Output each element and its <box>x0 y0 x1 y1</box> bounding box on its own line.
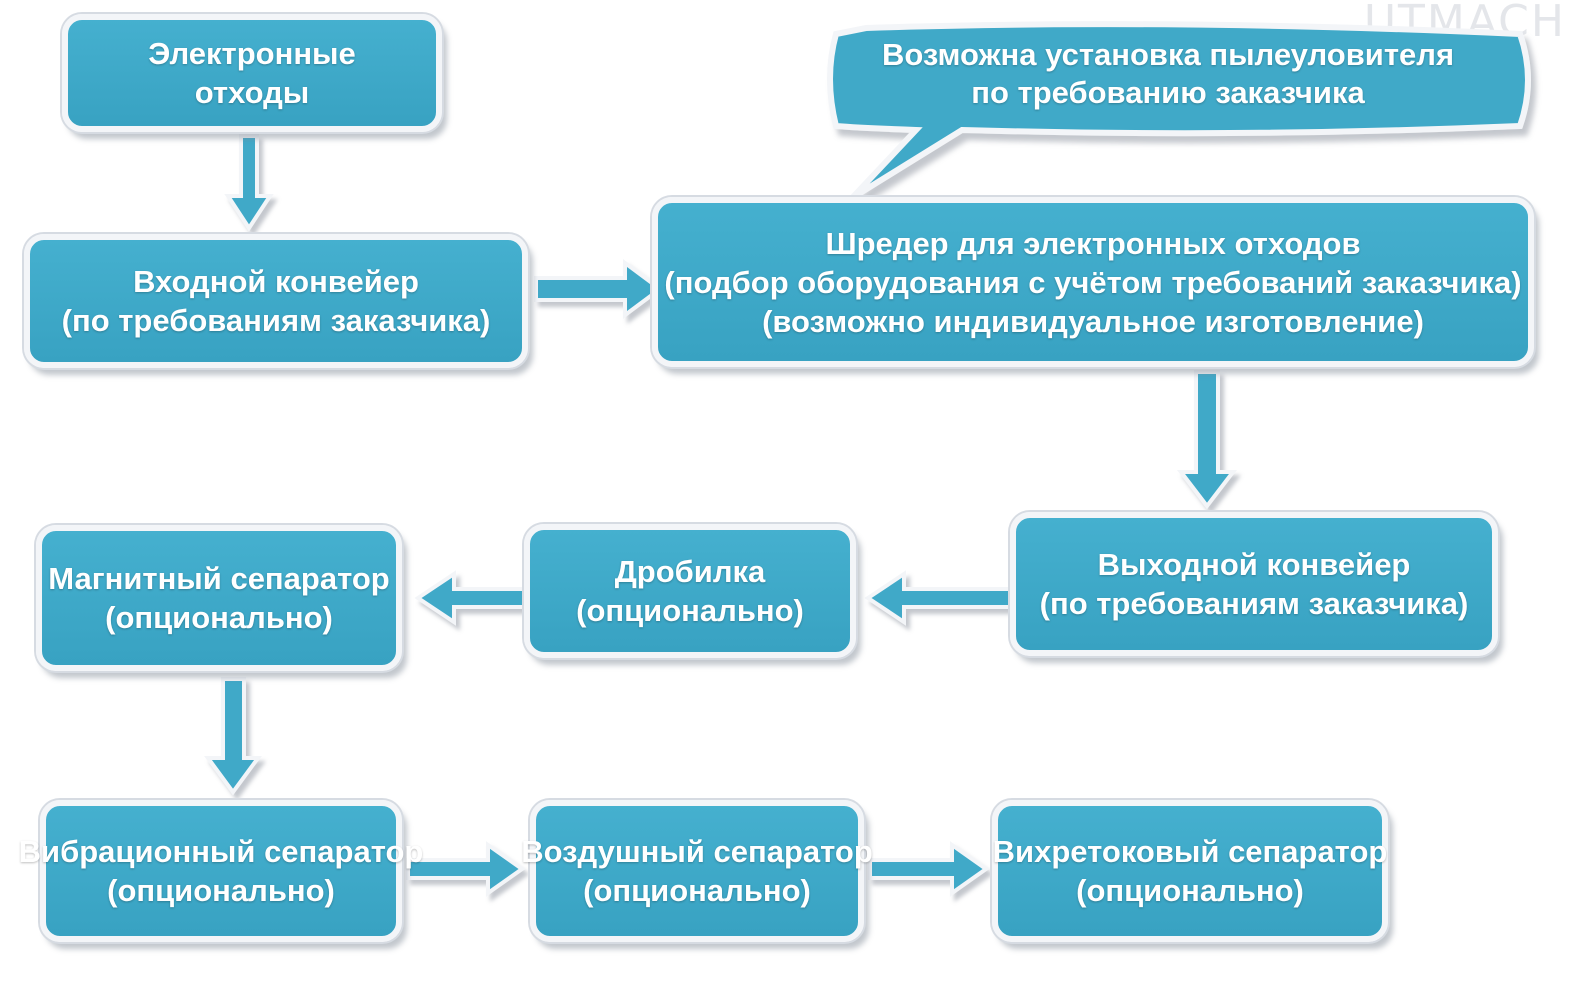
arrow-magnetic-to-vibration-separator <box>204 677 262 796</box>
arrow-crusher-to-magnetic-separator <box>414 570 528 626</box>
node-shredder-line1: Шредер для электронных отходов <box>825 225 1361 261</box>
callout-text: Возможна установка пылеуловителя по треб… <box>836 36 1500 112</box>
node-output-conveyor-line1: Выходной конвейер <box>1097 547 1411 582</box>
arrow-shredder-to-output-conveyor <box>1176 370 1238 510</box>
node-vibration-separator-line1: Вибрационный сепаратор <box>18 834 424 869</box>
arrow-output-conveyor-to-crusher <box>864 570 1018 626</box>
node-magnetic-separator-line2: (опционально) <box>105 600 333 635</box>
node-eddy-current-separator: Вихретоковый сепаратор (опционально) <box>992 800 1388 942</box>
node-eddy-current-separator-line2: (опционально) <box>1076 873 1304 908</box>
node-input-conveyor-line1: Входной конвейер <box>133 264 419 299</box>
node-output-conveyor-line2: (по требованиям заказчика) <box>1039 586 1469 621</box>
node-vibration-separator: Вибрационный сепаратор (опционально) <box>19 800 423 942</box>
node-crusher: Дробилка (опционально) <box>524 524 856 658</box>
node-air-separator-line2: (опционально) <box>583 873 811 908</box>
node-electronic-waste: Электронные отходы <box>62 14 442 132</box>
node-vibration-separator-line2: (опционально) <box>107 873 335 908</box>
node-magnetic-separator: Магнитный сепаратор (опционально) <box>36 525 402 671</box>
arrow-waste-to-input-conveyor <box>224 134 274 232</box>
arrow-vibration-to-air-separator <box>406 841 526 897</box>
node-air-separator: Воздушный сепаратор (опционально) <box>521 800 873 942</box>
callout-line1: Возможна установка пылеуловителя <box>881 37 1455 72</box>
node-air-separator-line1: Воздушный сепаратор <box>521 834 873 869</box>
node-electronic-waste-line1: Электронные <box>148 36 356 71</box>
node-magnetic-separator-line1: Магнитный сепаратор <box>48 561 390 596</box>
node-input-conveyor: Входной конвейер (по требованиям заказчи… <box>24 234 528 368</box>
node-electronic-waste-line2: отходы <box>194 75 310 110</box>
arrow-air-to-eddy-current-separator <box>868 841 990 897</box>
node-shredder-line2: (подбор оборудования с учётом требований… <box>664 264 1522 300</box>
node-shredder: Шредер для электронных отходов (подбор о… <box>652 197 1534 367</box>
node-crusher-line1: Дробилка <box>614 554 766 589</box>
node-crusher-line2: (опционально) <box>576 593 804 628</box>
node-output-conveyor: Выходной конвейер (по требованиям заказч… <box>1010 512 1498 656</box>
callout-shape <box>827 21 1531 201</box>
arrow-input-conveyor-to-shredder <box>534 259 664 319</box>
callout-line2: по требованию заказчика <box>971 75 1365 110</box>
node-eddy-current-separator-line1: Вихретоковый сепаратор <box>992 834 1388 869</box>
node-input-conveyor-line2: (по требованиям заказчика) <box>61 303 491 338</box>
node-shredder-line3: (возможно индивидуальное изготовление) <box>762 303 1424 339</box>
